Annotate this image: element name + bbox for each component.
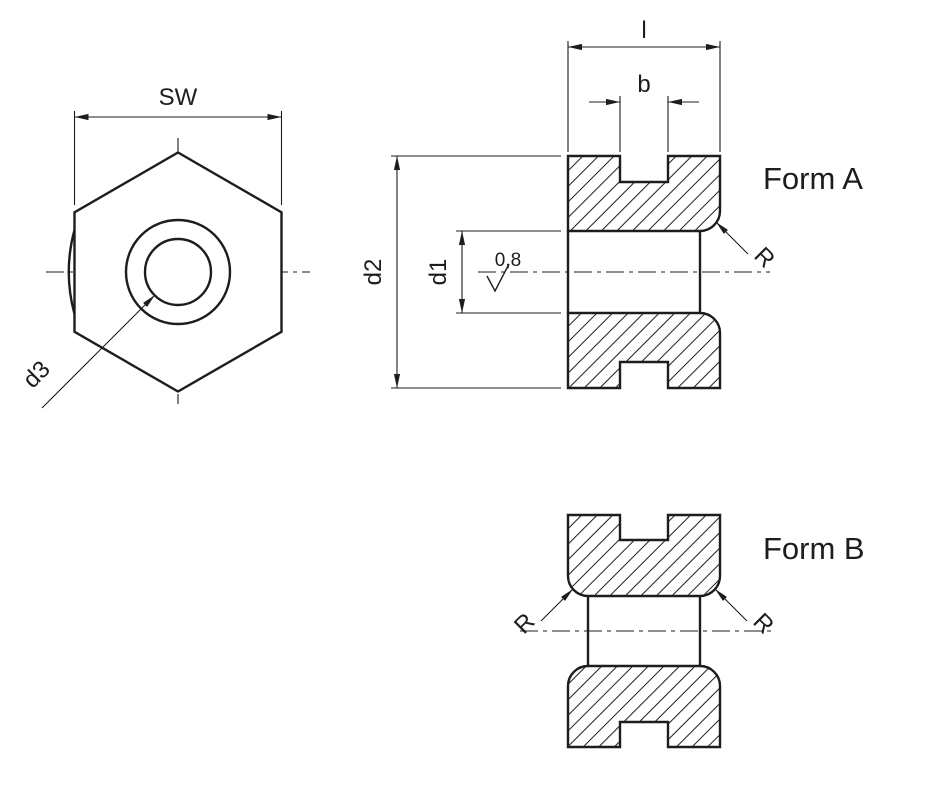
roughness-symbol-icon	[486, 263, 510, 293]
dimension-arrow	[706, 43, 720, 51]
front-view: SW d3	[18, 84, 310, 409]
dimension-arrow	[568, 43, 582, 51]
hexagon-outline	[73, 151, 283, 393]
surface-roughness-value: 0,8	[495, 250, 521, 271]
groove-width-dimension-label: b	[637, 71, 650, 98]
length-dimension: l	[567, 17, 721, 152]
form-b-title: Form B	[763, 531, 865, 566]
groove-width-dimension: b	[589, 71, 699, 152]
counterbore-circle	[124, 218, 232, 326]
dimension-arrow	[267, 113, 282, 121]
bore-circle	[143, 237, 213, 307]
hatched-upper-section	[566, 154, 722, 233]
leader-arrow	[561, 589, 573, 601]
dimension-arrow	[393, 156, 401, 170]
d2-dimension-label: d2	[360, 259, 387, 286]
sw-dimension: SW	[73, 84, 283, 205]
form-a-title: Form A	[763, 161, 863, 196]
hatched-lower-section	[566, 664, 722, 749]
sw-dimension-label: SW	[159, 84, 198, 111]
hatched-upper-section	[566, 513, 722, 598]
leader-arrow	[716, 222, 728, 234]
d1-dimension-label: d1	[425, 259, 452, 286]
leader-arrow	[715, 589, 727, 601]
leader-line	[41, 294, 156, 409]
section-view-form-a: l b d2 d1	[360, 17, 863, 390]
surface-roughness: 0,8	[486, 250, 521, 293]
hatched-lower-section	[566, 311, 722, 390]
dimension-arrow	[606, 98, 620, 106]
d2-dimension: d2	[360, 155, 561, 389]
leader-arrow	[143, 295, 155, 307]
chamfer-arc	[67, 229, 76, 315]
dimension-arrow	[668, 98, 682, 106]
length-dimension-label: l	[641, 17, 646, 44]
dimension-arrow	[393, 374, 401, 388]
d1-dimension: d1	[425, 230, 561, 314]
dimension-arrow	[74, 113, 89, 121]
dimension-arrow	[458, 231, 466, 245]
dimension-arrow	[458, 299, 466, 313]
